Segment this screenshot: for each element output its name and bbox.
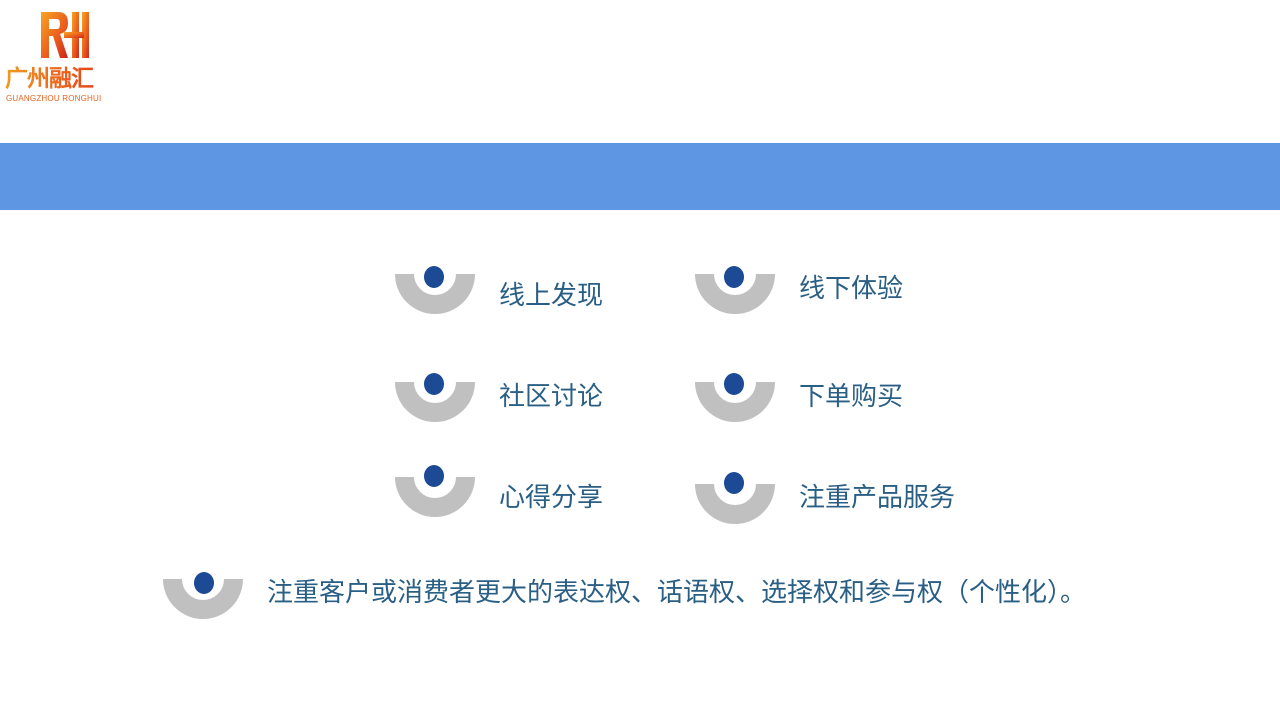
- dot-icon: [424, 465, 444, 487]
- item-label: 注重产品服务: [799, 483, 956, 513]
- company-logo: 广州融汇 GUANGZHOU RONGHUI: [5, 8, 125, 104]
- rh-logo-mark-icon: [41, 12, 89, 58]
- logo-chinese-name: 广州融汇: [5, 66, 125, 92]
- half-ring-icon: [695, 484, 775, 524]
- item-label: 线下体验: [799, 274, 904, 304]
- half-ring-icon: [395, 382, 475, 422]
- half-ring-icon: [395, 274, 475, 314]
- half-ring-icon: [163, 579, 243, 619]
- dot-icon: [724, 373, 744, 395]
- dot-icon: [724, 472, 744, 494]
- logo-english-name: GUANGZHOU RONGHUI: [6, 94, 102, 103]
- dot-icon: [724, 266, 744, 288]
- item-label: 社区讨论: [499, 382, 604, 412]
- dot-icon: [424, 266, 444, 288]
- item-label: 线上发现: [499, 281, 604, 311]
- half-ring-icon: [695, 274, 775, 314]
- dot-icon: [194, 572, 214, 594]
- item-label: 心得分享: [499, 483, 604, 513]
- half-ring-icon: [395, 477, 475, 517]
- dot-icon: [424, 373, 444, 395]
- summary-label: 注重客户或消费者更大的表达权、话语权、选择权和参与权（个性化）。: [267, 578, 1087, 608]
- half-ring-icon: [695, 382, 775, 422]
- title-banner: [0, 143, 1280, 210]
- item-label: 下单购买: [799, 382, 904, 412]
